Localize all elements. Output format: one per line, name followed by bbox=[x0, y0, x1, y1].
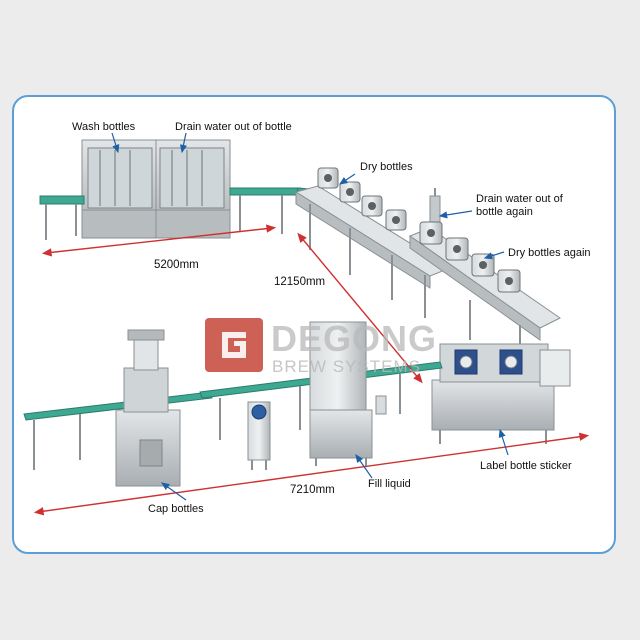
label-label-sticker: Label bottle sticker bbox=[480, 460, 572, 472]
dimension-diagonal: 12150mm bbox=[274, 276, 325, 288]
capping-machine bbox=[115, 329, 181, 487]
dimension-line-top bbox=[41, 224, 277, 257]
label-drain-again-line1: Drain water out of bbox=[476, 193, 564, 205]
label-dry-again: Dry bottles again bbox=[508, 247, 591, 259]
dimension-bottom: 7210mm bbox=[290, 484, 335, 496]
conveyor-lower bbox=[23, 361, 443, 470]
label-cap-bottles: Cap bottles bbox=[148, 503, 204, 515]
pointer-dry bbox=[339, 173, 356, 185]
pointer-cap bbox=[161, 482, 187, 501]
dimension-line-diagonal bbox=[297, 232, 423, 384]
pointer-drain-again bbox=[438, 210, 473, 219]
pointer-arrows bbox=[111, 132, 509, 501]
watermark-subtitle: BREW SYSTEMS bbox=[272, 357, 421, 376]
label-fill-liquid: Fill liquid bbox=[368, 478, 411, 490]
pointer-fill bbox=[355, 454, 373, 479]
dimension-line-bottom bbox=[33, 432, 590, 516]
watermark: DEGONG BREW SYSTEMS bbox=[205, 318, 437, 376]
washing-machine bbox=[81, 139, 231, 239]
pointer-label bbox=[498, 428, 509, 456]
watermark-brand: DEGONG bbox=[271, 318, 437, 359]
pointer-dry-again bbox=[483, 251, 505, 260]
dimension-top: 5200mm bbox=[154, 259, 199, 271]
label-drain-again-line2: bottle again bbox=[476, 206, 533, 218]
pointer-drain bbox=[179, 132, 188, 154]
conveyor-upper-left bbox=[39, 195, 85, 240]
label-drain-water: Drain water out of bottle bbox=[175, 121, 292, 133]
label-dry-bottles: Dry bottles bbox=[360, 161, 413, 173]
dimension-lines bbox=[33, 224, 590, 516]
pump-unit bbox=[247, 401, 271, 470]
pointer-wash bbox=[111, 132, 120, 154]
dryer-tunnel-again bbox=[408, 188, 561, 360]
label-wash-bottles: Wash bottles bbox=[72, 121, 136, 133]
labeling-machine bbox=[431, 343, 571, 444]
